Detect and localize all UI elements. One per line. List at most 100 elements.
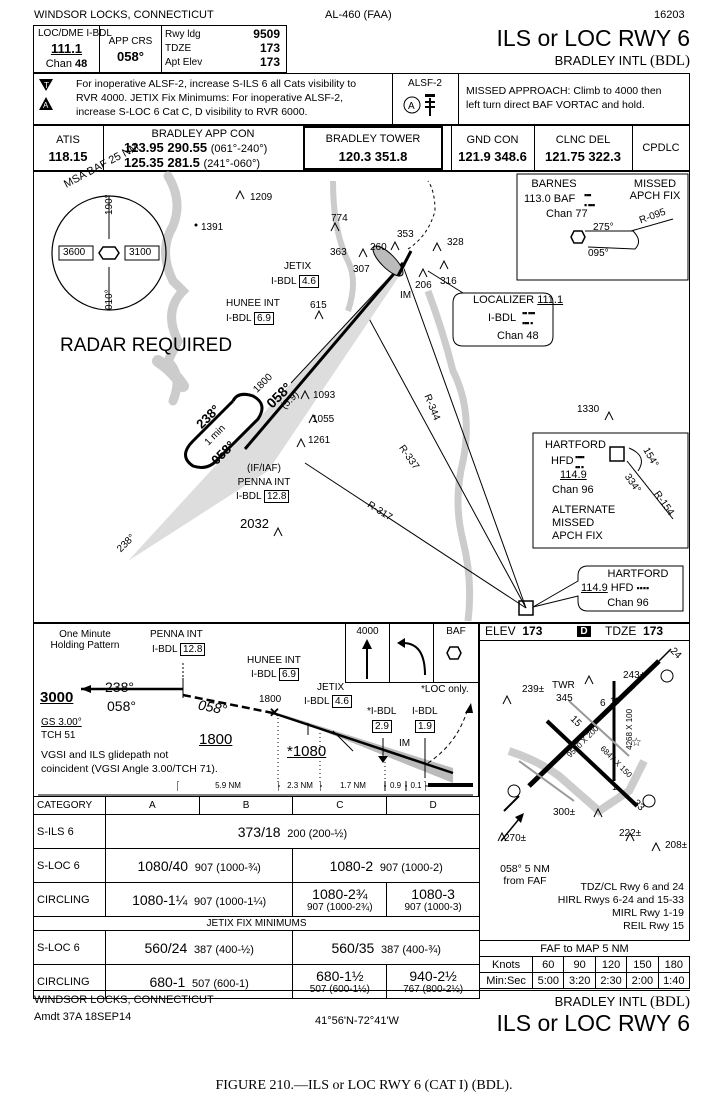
ad-obs-239: 239± — [522, 684, 545, 695]
hfd2-name: HARTFORD — [607, 568, 669, 580]
airport-title: BRADLEY INTL (BDL) — [554, 53, 690, 69]
barnes-name: BARNES — [531, 178, 577, 190]
rwy-ldg-label: Rwy ldg — [165, 29, 201, 40]
obs-353: 353 — [397, 229, 414, 240]
barnes-095: 095° — [588, 248, 609, 259]
obs-615: 615 — [310, 300, 327, 311]
profile-jetix-dme: I-BDL 4.6 — [304, 695, 352, 708]
barnes-freq: 113.0 BAF — [524, 193, 576, 205]
obs-1093: 1093 — [313, 390, 336, 401]
profile-diagram: ✕ — [38, 663, 473, 796]
obs-1055: 1055 — [312, 414, 335, 425]
missed-icons — [362, 638, 462, 679]
j-circ-c: 680-1½507 (600-1½) — [292, 964, 388, 999]
obs-2032: 2032 — [240, 516, 269, 531]
ad-rwy6-label: 6 — [600, 698, 606, 709]
profile-crs-238: 238° — [105, 679, 134, 695]
profile-gs: GS 3.00° — [41, 717, 82, 728]
timing-table: Knots 60 90 120 150 180 Min:Sec 5:00 3:2… — [478, 956, 691, 989]
ad-twr: TWR — [552, 680, 575, 691]
barnes-275: 275° — [593, 222, 614, 233]
app-crs: 058° — [117, 49, 144, 64]
pv-penna1: (IF/IAF) — [247, 463, 281, 474]
plan-view — [33, 171, 690, 623]
obs-1209: 1209 — [250, 192, 273, 203]
barnes-chan: Chan 77 — [546, 208, 588, 220]
missed-line1: MISSED APPROACH: Climb to 4000 then — [466, 85, 662, 97]
obs-316: 316 — [440, 276, 457, 287]
missed-alt: 4000 — [356, 626, 379, 637]
notes-line2: RVR 4000. JETIX Fix Minimums: For inoper… — [76, 92, 344, 104]
msa-north: 190° — [104, 194, 115, 215]
notes-row — [33, 73, 690, 125]
localizer-chan: Chan 48 — [497, 330, 539, 342]
svg-text:A: A — [408, 101, 415, 112]
localizer-label: LOCALIZER 111.1 — [473, 294, 564, 306]
tdze-label: TDZE — [165, 43, 192, 54]
ad-obs-270: 270± — [504, 833, 527, 844]
knots-180: 180 — [657, 956, 691, 973]
profile-im: IM — [399, 738, 411, 749]
notes-line3: increase S-LOC 6 Cat C, D visibility to … — [76, 106, 308, 118]
ad-tdze: TDZE 173 — [605, 624, 664, 638]
clnc-label: CLNC DEL — [555, 134, 611, 146]
hartford-chan: Chan 96 — [552, 484, 594, 496]
app-con-1: 123.95 290.55 (061°-240°) — [124, 140, 268, 155]
obs-307: 307 — [353, 264, 370, 275]
cat-a: A — [104, 796, 200, 815]
seg-17: 1.7 NM — [322, 781, 384, 791]
seg-09: 0.9 — [386, 781, 405, 791]
notes-line1: For inoperative ALSF-2, increase S-ILS 6… — [76, 78, 357, 90]
time-120: 2:30 — [594, 972, 628, 989]
pv-jetix: JETIX — [284, 261, 312, 272]
minimums-table: CATEGORY A B C D S-ILS 6 373/18 200 (200… — [33, 796, 481, 999]
profile-vgsi1: VGSI and ILS glidepath not — [41, 749, 169, 761]
profile-penna-dme: I-BDL 12.8 — [152, 643, 206, 656]
footer-procedure: ILS or LOC RWY 6 — [496, 1010, 690, 1036]
hfd2-freq-line: 114.9 HFD ▪▪▪▪ — [581, 582, 650, 594]
ad-obs-222: 222± — [619, 828, 642, 839]
apt-elev: 173 — [259, 55, 280, 69]
barnes-morse-icon: ▪▪▪▪ ▪▪▪ — [584, 190, 595, 210]
header-proc-number: 16203 — [654, 9, 685, 21]
footer-airport: BRADLEY INTL (BDL) — [554, 994, 690, 1010]
hartford-freq: 114.9 — [560, 469, 587, 481]
obs-260: 260 — [370, 242, 387, 253]
seg-23: 2.3 NM — [280, 781, 320, 791]
obs-363: 363 — [330, 247, 347, 258]
circ-ab: 1080-1¼ 907 (1000-1¼) — [104, 882, 294, 917]
obs-206: 206 — [415, 280, 432, 291]
sloc-cd: 1080-2 907 (1000-2) — [292, 848, 480, 883]
figure-caption: FIGURE 210.—ILS or LOC RWY 6 (CAT I) (BD… — [215, 1078, 513, 1093]
ad-d-box: D — [577, 626, 591, 637]
profile-crs-058: 058° — [107, 698, 136, 714]
atis-label: ATIS — [56, 134, 80, 146]
seg-01: 0.1 — [407, 781, 425, 791]
ad-rwy1: 1 — [612, 782, 618, 792]
pv-hunee: HUNEE INT — [226, 298, 280, 309]
cat-header: CATEGORY — [33, 796, 106, 815]
profile-alt-3000: 3000 — [40, 689, 74, 706]
missed-fix-box — [433, 623, 479, 683]
atis: 118.15 — [48, 149, 88, 164]
localizer-morse-icon: ▪▪ ▪▪▪▪▪▪ ▪ — [522, 308, 535, 328]
missed-line2: left turn direct BAF VORTAC and hold. — [466, 99, 645, 111]
jetix-title: JETIX FIX MINIMUMS — [33, 916, 480, 931]
cpdlc: CPDLC — [642, 142, 680, 154]
knots-90: 90 — [563, 956, 596, 973]
profile-jetix: JETIX — [317, 682, 345, 693]
ad-obs-243: 243± — [623, 670, 646, 681]
svg-text:A: A — [43, 101, 49, 110]
profile-hunee: HUNEE INT — [247, 655, 301, 666]
pv-penna-dme: I-BDL 12.8 — [236, 490, 290, 503]
sloc-label: S-LOC 6 — [33, 848, 106, 883]
j-circ-ab: 680-1 507 (600-1) — [104, 964, 294, 999]
knots-120: 120 — [594, 956, 628, 973]
knots-60: 60 — [532, 956, 565, 973]
header-location: WINDSOR LOCKS, CONNECTICUT — [34, 9, 214, 21]
